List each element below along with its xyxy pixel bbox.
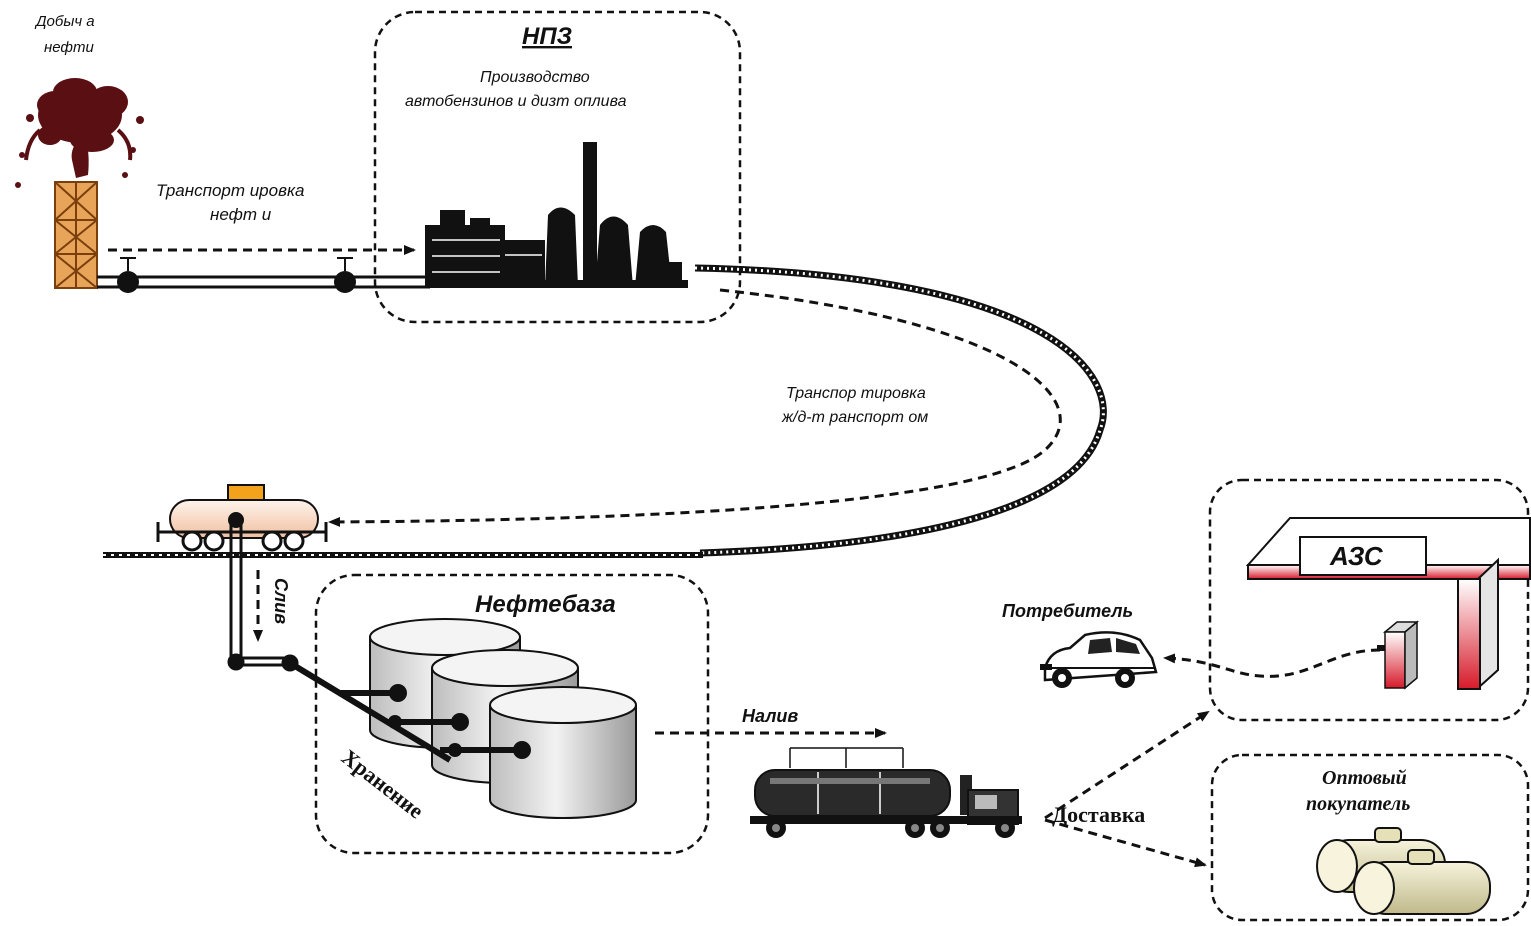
drain-pipe bbox=[227, 520, 299, 672]
oil-extraction-label-line2: нефти bbox=[44, 39, 94, 56]
refinery-title: НПЗ bbox=[522, 23, 572, 50]
rail-transport-label-line2: ж/д-т ранспорт ом bbox=[781, 409, 928, 426]
storage-label: Хранение bbox=[337, 744, 429, 823]
railway-track bbox=[694, 264, 1107, 557]
pipeline-valve-icon bbox=[117, 257, 139, 293]
svg-text:Транспор тировка ж/д-т ран: Транспор тировка ж/д-т ранспорт ом bbox=[781, 385, 930, 426]
delivery-label: Доставка bbox=[1052, 802, 1145, 827]
filling-label: Налив bbox=[742, 706, 798, 726]
pipeline-valve-icon bbox=[334, 257, 356, 293]
wholesale-label-line1: Оптовый bbox=[1322, 767, 1407, 789]
rail-transport-arrow bbox=[328, 288, 1062, 527]
oil-derrick-icon bbox=[15, 78, 144, 289]
fuel-pump-icon bbox=[1377, 620, 1420, 690]
fuel-barrel-icon bbox=[1353, 849, 1491, 915]
svg-text:Производство автобензинов: Производство автобензинов и дизт оплива bbox=[405, 69, 627, 110]
retro-car-icon bbox=[1040, 631, 1158, 688]
filling-hoses bbox=[789, 747, 904, 768]
fueling-arrow bbox=[1163, 648, 1381, 678]
railway-ground-track bbox=[103, 552, 703, 558]
oil-transport-label-line2: нефт и bbox=[210, 205, 272, 224]
oil-plume-icon bbox=[15, 78, 144, 188]
wholesale-label-line2: покупатель bbox=[1306, 793, 1410, 815]
pipe-joint-icons bbox=[388, 684, 531, 759]
storage-tank-icon bbox=[489, 686, 637, 819]
svg-text:Транспорт ировка нефт и: Транспорт ировка нефт и bbox=[156, 181, 309, 224]
gas-station-icon bbox=[1245, 517, 1531, 691]
svg-text:Добыч а нефти: Добыч а нефти bbox=[34, 13, 99, 56]
oil-transport-label-line1: Транспорт ировка bbox=[156, 181, 304, 200]
refinery-factory-icon bbox=[425, 142, 688, 288]
refinery-desc-line1: Производство bbox=[480, 69, 590, 86]
tanker-truck-icon bbox=[750, 769, 1022, 838]
derrick-tower-icon bbox=[54, 181, 98, 289]
delivery-arrow-to-wholesale bbox=[1044, 818, 1207, 868]
refinery-box bbox=[373, 10, 742, 324]
drain-label: Слив bbox=[271, 578, 291, 624]
consumer-label: Потребитель bbox=[1002, 601, 1133, 621]
delivery-arrow-to-gas-station bbox=[1044, 710, 1210, 820]
refinery-desc-line2: автобензинов и дизт оплива bbox=[405, 93, 627, 110]
rail-transport-label-line1: Транспор тировка bbox=[786, 385, 926, 402]
oil-extraction-label-line1: Добыч а bbox=[34, 13, 95, 30]
wholesale-box bbox=[1210, 753, 1530, 922]
oil-pipeline bbox=[97, 257, 430, 293]
svg-text:Оптовый покупатель: Оптовый покупатель bbox=[1306, 767, 1412, 815]
gas-station-box bbox=[1208, 478, 1530, 722]
oil-depot-box bbox=[314, 573, 710, 855]
gas-station-sign: АЗС bbox=[1329, 541, 1384, 571]
oil-depot-title: Нефтебаза bbox=[475, 591, 616, 618]
